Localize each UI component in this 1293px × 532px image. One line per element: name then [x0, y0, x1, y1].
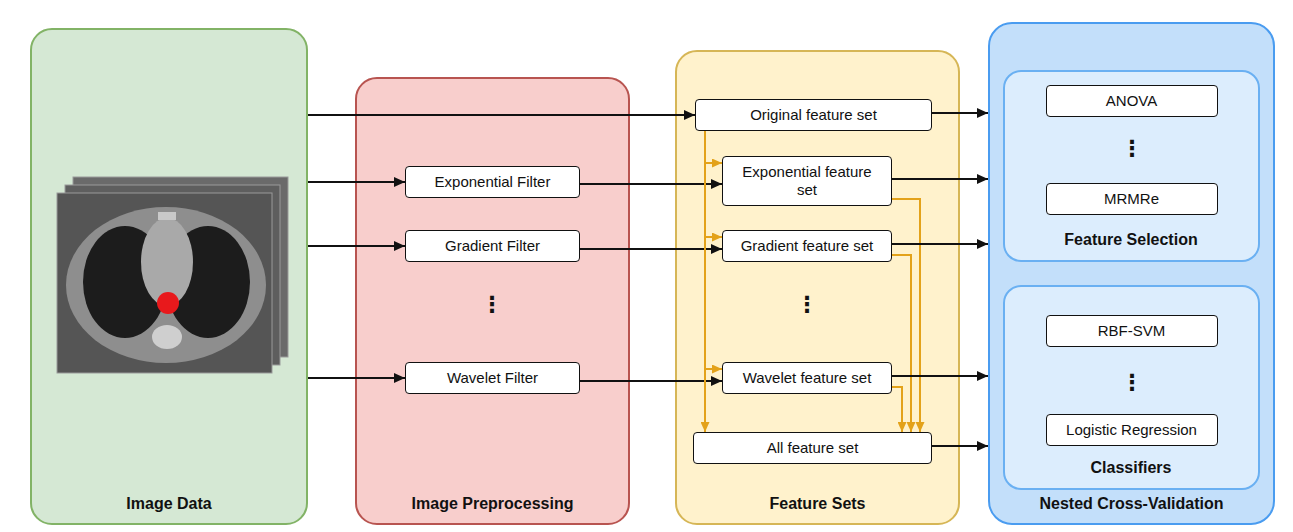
- panel-title: Image Preprocessing: [412, 494, 574, 513]
- ellipsis-mark: ⋮: [796, 292, 818, 317]
- flow-arrow: [580, 380, 722, 382]
- panel-title: Feature Selection: [1064, 230, 1197, 249]
- panel-title: Feature Sets: [769, 494, 865, 513]
- box-label: Exponential Filter: [435, 173, 551, 191]
- box-label: RBF-SVM: [1098, 322, 1166, 340]
- feature-set-box: Wavelet feature set: [722, 362, 892, 394]
- flow-arrow: [308, 377, 405, 379]
- panel-title: Classifiers: [1091, 458, 1172, 477]
- ellipsis-slot: ⋮: [481, 294, 503, 316]
- combine-arrow: [892, 387, 902, 432]
- flow-arrow: [580, 248, 722, 250]
- method-box: MRMRe: [1046, 183, 1218, 215]
- ellipsis-slot: ⋮: [1121, 372, 1143, 394]
- ellipsis-slot: ⋮: [1121, 138, 1143, 160]
- feature-set-box: All feature set: [693, 432, 932, 464]
- box-label: All feature set: [767, 439, 859, 457]
- box-label: MRMRe: [1104, 190, 1159, 208]
- combine-arrow: [704, 131, 706, 432]
- flow-arrow: [308, 181, 405, 183]
- method-box: ANOVA: [1046, 85, 1218, 117]
- combine-arrow: [705, 131, 722, 237]
- filter-box: Gradient Filter: [405, 230, 580, 262]
- filter-box: Wavelet Filter: [405, 362, 580, 394]
- box-label: Exponential feature set: [733, 163, 881, 199]
- box-label: Wavelet Filter: [447, 369, 538, 387]
- flow-arrow: [932, 112, 988, 114]
- panel-title: Nested Cross-Validation: [1039, 494, 1223, 513]
- box-label: Logistic Regression: [1066, 421, 1197, 439]
- flow-arrow: [892, 243, 988, 245]
- box-label: ANOVA: [1106, 92, 1157, 110]
- ellipsis-mark: ⋮: [481, 292, 503, 317]
- box-label: Gradient feature set: [741, 237, 874, 255]
- stage-panel: Feature Sets Original feature setExponent…: [675, 50, 960, 525]
- flow-arrow: [892, 375, 988, 377]
- flow-arrow: [308, 114, 695, 116]
- panel-title: Image Data: [126, 494, 211, 513]
- flow-arrow: [892, 178, 988, 180]
- combine-arrow: [892, 199, 920, 432]
- box-label: Gradient Filter: [445, 237, 540, 255]
- feature-set-box: Exponential feature set: [722, 156, 892, 206]
- stage-panel: Nested Cross-Validation Feature Selection…: [988, 22, 1275, 525]
- feature-set-box: Gradient feature set: [722, 230, 892, 262]
- method-box: Logistic Regression: [1046, 414, 1218, 446]
- ellipsis-slot: ⋮: [796, 294, 818, 316]
- feature-set-box: Original feature set: [695, 99, 932, 131]
- combine-arrow: [705, 131, 722, 163]
- flow-arrow: [580, 183, 722, 185]
- combine-arrow: [892, 255, 911, 432]
- flow-arrow: [932, 445, 988, 447]
- combine-arrow: [705, 131, 722, 369]
- box-label: Wavelet feature set: [743, 369, 872, 387]
- group-panel: Feature Selection ANOVA MRMRe: [1003, 70, 1260, 262]
- ellipsis-mark: ⋮: [1121, 370, 1143, 395]
- flow-arrow: [308, 245, 405, 247]
- ellipsis-mark: ⋮: [1121, 136, 1143, 161]
- ct-slice-front: [57, 193, 272, 373]
- method-box: RBF-SVM: [1046, 315, 1218, 347]
- box-label: Original feature set: [750, 106, 877, 124]
- filter-box: Exponential Filter: [405, 166, 580, 198]
